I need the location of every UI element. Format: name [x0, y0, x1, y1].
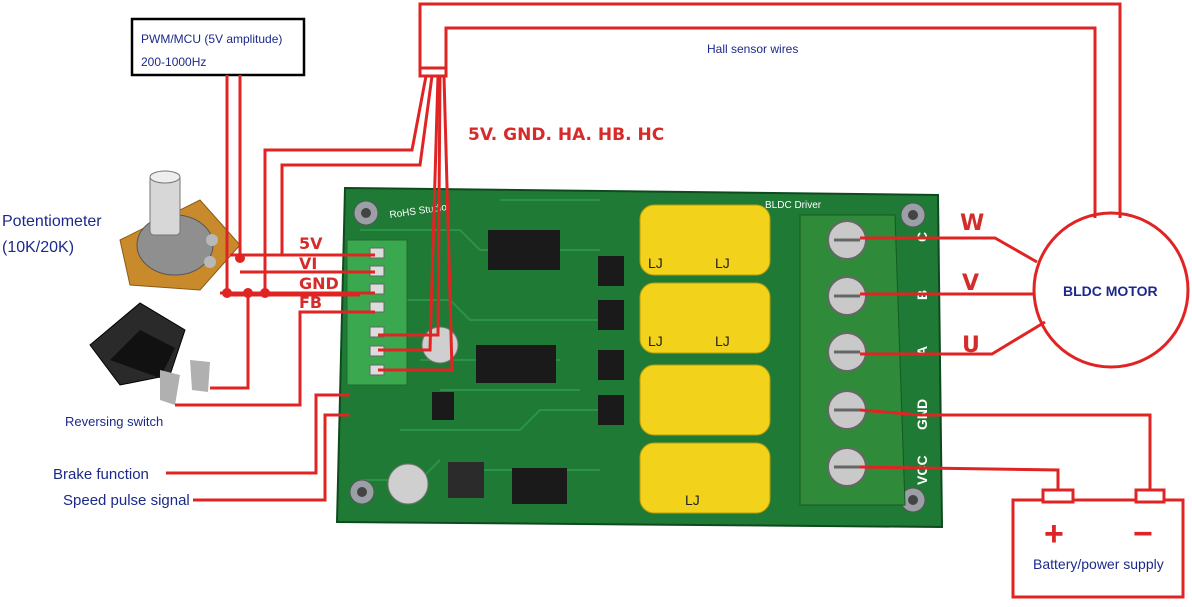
battery-positive-terminal: [1041, 488, 1075, 504]
pwm-label-line2: 200-1000Hz: [141, 55, 206, 69]
battery: [1011, 488, 1185, 599]
potentiometer: [119, 170, 241, 291]
driver-board: LJ LJ LJ LJ LJ: [335, 186, 944, 529]
wires: [166, 2, 1152, 502]
capacitor-bank: LJ LJ LJ LJ LJ: [639, 204, 771, 514]
potentiometer-rating-label: (10K/20K): [2, 239, 74, 256]
pin-label-vi: VI: [299, 254, 317, 273]
power-terminal-block: [799, 214, 906, 506]
pin-label-fb: FB: [299, 293, 322, 312]
pwm-source-box: [130, 17, 306, 77]
battery-minus-sign: −: [1133, 515, 1153, 553]
battery-negative-terminal: [1134, 488, 1166, 504]
pin-label-gnd: GND: [299, 274, 339, 293]
battery-label: Battery/power supply: [1033, 556, 1164, 572]
hall-pins-label: 5V. GND. HA. HB. HC: [468, 125, 664, 145]
hall-wire-inner: [444, 26, 1097, 218]
hall-wire-outer: [418, 2, 1122, 218]
battery-plus-sign: +: [1044, 515, 1064, 553]
phase-label-v: V: [962, 271, 979, 296]
pwm-label-line1: PWM/MCU (5V amplitude): [141, 32, 282, 46]
cap-mark: LJ: [648, 333, 663, 349]
motor-label: BLDC MOTOR: [1063, 283, 1158, 299]
board-mark-a: A: [914, 346, 930, 356]
logic-ic: [476, 345, 556, 383]
cap-mark: LJ: [715, 255, 730, 271]
regulator-ic: [512, 468, 567, 504]
phase-label-u: U: [962, 333, 980, 358]
potentiometer-label: Potentiometer: [2, 213, 102, 230]
speed-pulse-label: Speed pulse signal: [63, 492, 190, 509]
brake-function-label: Brake function: [53, 466, 149, 483]
phase-label-w: W: [960, 211, 984, 236]
pin-label-5v: 5V: [299, 234, 323, 253]
cap-mark: LJ: [685, 492, 700, 508]
pot-shaft: [149, 174, 181, 236]
reversing-switch-label: Reversing switch: [65, 414, 163, 429]
cap-mark: LJ: [648, 255, 663, 271]
hall-sensor-label: Hall sensor wires: [707, 42, 798, 56]
driver-ic: [488, 230, 560, 270]
board-silk-text: BLDC Driver: [765, 200, 822, 211]
bldc-motor: [1032, 211, 1190, 369]
cap-mark: LJ: [715, 333, 730, 349]
board-mark-vcc: VCC: [914, 455, 930, 485]
small-capacitor: [387, 463, 429, 505]
inductor: [448, 462, 484, 498]
reversing-switch: [89, 302, 210, 405]
